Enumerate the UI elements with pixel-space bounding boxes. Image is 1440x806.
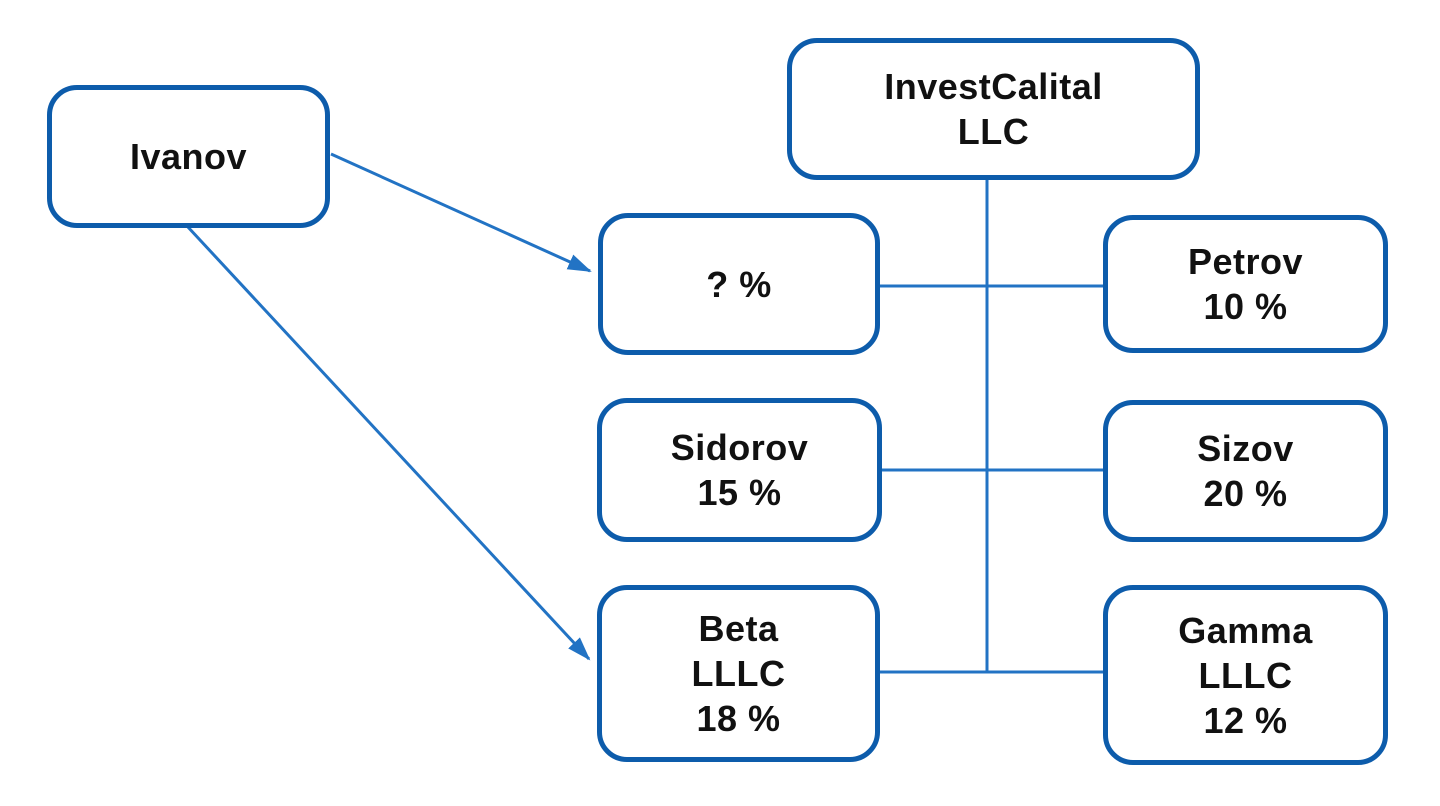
node-sidorov: Sidorov 15 % <box>597 398 882 542</box>
node-label-line: Petrov <box>1187 241 1304 282</box>
node-ivanov: Ivanov <box>47 85 330 228</box>
node-label-line: ? % <box>706 263 772 305</box>
edge-arrow-ivanov-beta <box>185 224 591 661</box>
node-label-line: 15 % <box>697 472 782 513</box>
node-label-line: 10 % <box>1203 286 1288 327</box>
node-label-line: Sizov <box>1197 428 1294 469</box>
node-label-line: LLC <box>957 111 1030 152</box>
node-beta: Beta LLLC 18 % <box>597 585 880 762</box>
node-sizov: Sizov 20 % <box>1103 400 1388 542</box>
node-label-line: Sidorov <box>670 427 809 468</box>
node-investcapital: InvestCalital LLC <box>787 38 1200 180</box>
node-unknown-share: ? % <box>598 213 880 355</box>
edge-arrow-ivanov-unknown <box>330 152 592 273</box>
node-label-line: Beta <box>698 608 779 649</box>
node-petrov: Petrov 10 % <box>1103 215 1388 353</box>
node-label-line: Ivanov <box>129 136 248 177</box>
node-label-line: LLLC <box>1198 654 1293 696</box>
node-label-line: 12 % <box>1203 699 1288 741</box>
node-label-line: 18 % <box>696 698 781 739</box>
node-label-line: LLLC <box>691 653 786 694</box>
node-label-line: Gamma <box>1178 609 1313 651</box>
node-label-line: InvestCalital <box>884 66 1103 107</box>
node-gamma: Gamma LLLC 12 % <box>1103 585 1388 765</box>
node-label-line: 20 % <box>1203 473 1288 514</box>
